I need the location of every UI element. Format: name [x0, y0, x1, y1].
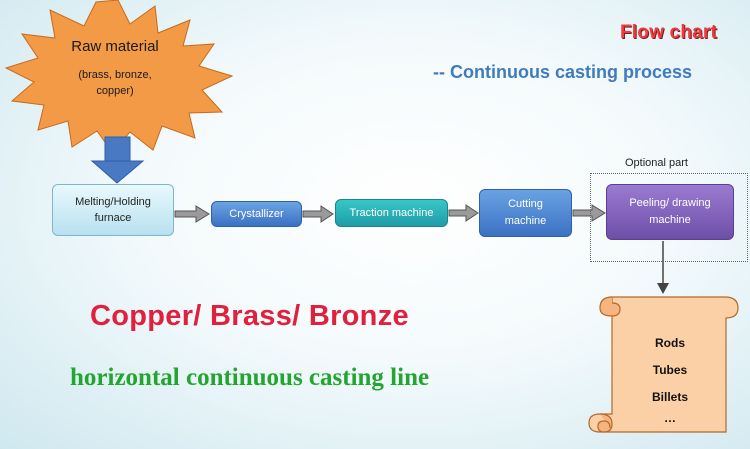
melting-label-line2: furnace: [94, 212, 132, 224]
product-rods: Rods: [655, 336, 685, 350]
optional-part-label: Optional part: [625, 157, 688, 169]
products-scroll: [588, 296, 739, 433]
raw-material-down-arrow: [90, 136, 145, 184]
melting-holding-furnace-box: Melting/Holding furnace: [52, 184, 174, 236]
arrow-cutting-to-peeling: [572, 204, 606, 222]
peeling-drawing-machine-box: Peeling/ drawing machine: [606, 184, 734, 240]
product-tubes: Tubes: [652, 363, 688, 377]
raw-material-title: Raw material: [71, 38, 159, 55]
raw-material-detail-line1: (brass, bronze,: [78, 69, 152, 81]
peeling-label-line2: machine: [649, 214, 691, 226]
arrow-peeling-to-products: [657, 241, 669, 294]
crystallizer-label: Crystallizer: [229, 208, 284, 220]
flow-chart-title: Flow chart: [620, 22, 718, 43]
peeling-label-line1: Peeling/ drawing: [629, 197, 711, 209]
traction-machine-box: Traction machine: [335, 199, 448, 227]
arrow-crystallizer-to-traction: [302, 205, 334, 223]
arrow-traction-to-cutting: [448, 204, 479, 222]
subheadline: horizontal continuous casting line: [70, 364, 430, 391]
raw-material-detail: (brass, bronze, copper): [40, 67, 190, 99]
cutting-label-line1: Cutting: [508, 198, 543, 210]
melting-label-line1: Melting/Holding: [75, 196, 151, 208]
product-more: …: [664, 411, 676, 425]
optional-part-boundary: [590, 173, 748, 262]
raw-material-detail-line2: copper): [96, 85, 134, 97]
cutting-machine-box: Cutting machine: [479, 189, 572, 237]
headline: Copper/ Brass/ Bronze: [90, 300, 409, 332]
process-subtitle: -- Continuous casting process: [433, 62, 693, 82]
cutting-label-line2: machine: [504, 215, 547, 227]
product-billets: Billets: [651, 390, 688, 404]
arrow-melting-to-crystallizer: [174, 205, 210, 223]
products-list: Rods Tubes Billets …: [640, 330, 700, 425]
crystallizer-box: Crystallizer: [211, 201, 302, 227]
raw-material-label: Raw material (brass, bronze, copper): [40, 38, 190, 99]
traction-label: Traction machine: [349, 207, 434, 219]
